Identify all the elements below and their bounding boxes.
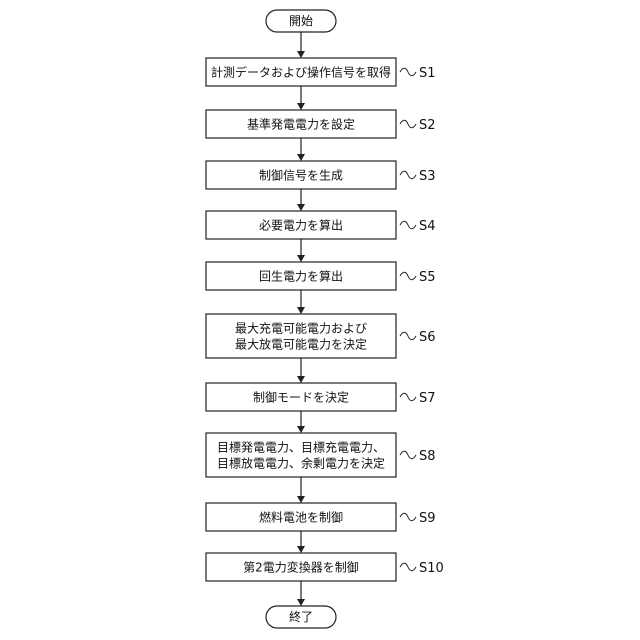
step-id-label: S6	[419, 330, 436, 345]
step-id-label: S9	[419, 511, 436, 526]
step-id-label: S2	[419, 118, 436, 133]
step-leader-tilde	[400, 120, 416, 128]
process-text: 最大放電可能電力を決定	[235, 337, 367, 352]
process-text: 第2電力変換器を制御	[243, 560, 359, 575]
step-leader-tilde	[400, 513, 416, 521]
process-step-s4: 必要電力を算出 S4	[206, 211, 436, 239]
process-text: 燃料電池を制御	[259, 510, 343, 525]
process-step-s1: 計測データおよび操作信号を取得 S1	[206, 58, 436, 86]
process-text: 基準発電電力を設定	[247, 117, 355, 132]
start-terminal: 開始	[266, 10, 336, 32]
step-leader-tilde	[400, 451, 416, 459]
process-text: 計測データおよび操作信号を取得	[211, 65, 391, 80]
step-leader-tilde	[400, 563, 416, 571]
end-terminal: 終了	[266, 606, 336, 628]
step-id-label: S10	[419, 561, 444, 576]
process-text: 目標発電電力、目標充電電力、	[217, 440, 385, 455]
process-step-s7: 制御モードを決定 S7	[206, 383, 436, 411]
start-label: 開始	[289, 14, 313, 28]
process-step-s3: 制御信号を生成 S3	[206, 161, 436, 189]
step-leader-tilde	[400, 68, 416, 76]
process-step-s10: 第2電力変換器を制御 S10	[206, 553, 444, 581]
step-id-label: S7	[419, 391, 436, 406]
step-leader-tilde	[400, 393, 416, 401]
process-text: 制御モードを決定	[253, 390, 349, 405]
step-leader-tilde	[400, 272, 416, 280]
process-text: 回生電力を算出	[259, 269, 343, 284]
process-text: 最大充電可能電力および	[235, 321, 367, 336]
process-step-s6: 最大充電可能電力および最大放電可能電力を決定 S6	[206, 314, 436, 358]
process-steps: 計測データおよび操作信号を取得 S1 基準発電電力を設定 S2 制御信号を生成 S3 必要電…	[206, 58, 444, 581]
step-id-label: S4	[419, 219, 436, 234]
step-id-label: S3	[419, 169, 436, 184]
step-leader-tilde	[400, 332, 416, 340]
process-step-s2: 基準発電電力を設定 S2	[206, 110, 436, 138]
process-text: 制御信号を生成	[259, 168, 343, 183]
step-id-label: S8	[419, 449, 436, 464]
process-step-s5: 回生電力を算出 S5	[206, 262, 436, 290]
step-id-label: S5	[419, 270, 436, 285]
step-leader-tilde	[400, 221, 416, 229]
process-text: 必要電力を算出	[259, 218, 343, 233]
step-leader-tilde	[400, 171, 416, 179]
process-step-s9: 燃料電池を制御 S9	[206, 503, 436, 531]
process-step-s8: 目標発電電力、目標充電電力、目標放電電力、余剰電力を決定 S8	[206, 433, 436, 477]
end-label: 終了	[289, 609, 313, 624]
process-text: 目標放電電力、余剰電力を決定	[217, 456, 385, 471]
step-id-label: S1	[419, 66, 436, 81]
